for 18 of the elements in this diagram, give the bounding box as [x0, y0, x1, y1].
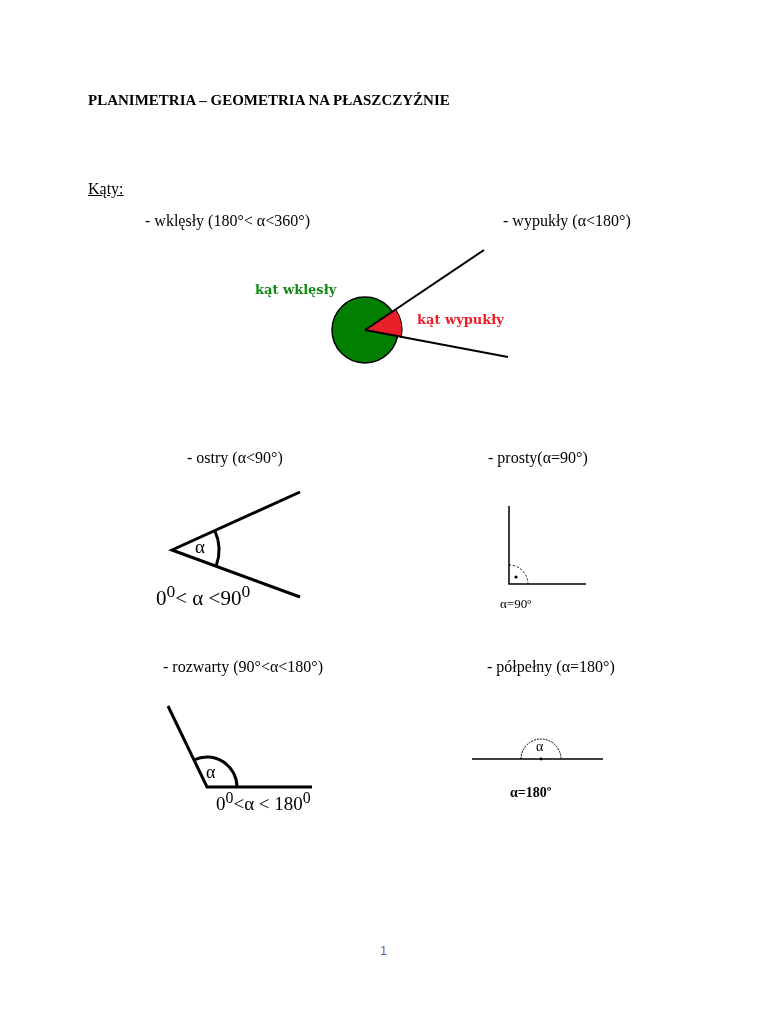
angle-symbol: α	[195, 537, 205, 558]
angle-symbol: α	[206, 763, 216, 783]
section-heading: Kąty:	[88, 180, 124, 198]
angle-label: kąt wypukły	[417, 313, 504, 328]
angle-type-label: - ostry (α<90°)	[187, 449, 283, 467]
angle-value-label: α=90º	[500, 597, 532, 612]
angle-type-label: - rozwarty (90°<α<180°)	[163, 658, 324, 676]
angle-value-label: α=180º	[510, 785, 552, 801]
page-number: 1	[380, 944, 388, 959]
angle-type-label: - prosty(α=90°)	[488, 449, 588, 467]
angle-symbol: α	[536, 739, 544, 755]
angle-type-label: - wypukły (α<180°)	[503, 212, 631, 230]
angle-range-label: 0$^{0}$< α <90$^{0}$	[156, 582, 251, 611]
angle-label: kąt wklęsły	[255, 283, 337, 298]
angle-range-label: 0$^{0}$<α < 180$^{0}$	[216, 789, 311, 816]
angle-type-label: - wklęsły (180°< α<360°)	[145, 212, 310, 230]
angle-type-label: - półpełny (α=180°)	[487, 658, 615, 676]
page-title: PLANIMETRIA – GEOMETRIA NA PŁASZCZYŹNIE	[88, 92, 450, 109]
